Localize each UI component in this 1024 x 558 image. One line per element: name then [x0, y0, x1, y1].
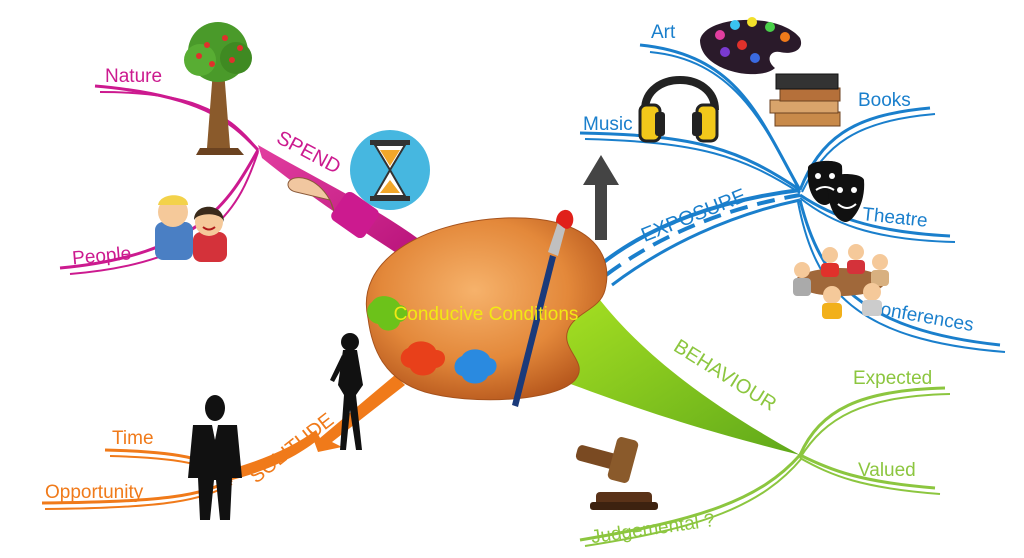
books-label: Books — [858, 90, 911, 111]
expected-branch-line-2 — [799, 393, 951, 459]
nature-label: Nature — [105, 66, 162, 87]
time-label: Time — [112, 428, 154, 449]
green-paint-blob — [367, 296, 408, 331]
exposure-shaft-2 — [604, 193, 801, 277]
judgemental-branch-line-2 — [584, 457, 803, 547]
theatre-branch-line-2 — [799, 197, 956, 243]
conferences-branch-line-2 — [797, 201, 1006, 353]
judgemental-branch-line — [579, 454, 802, 542]
man-silhouette-icon — [188, 395, 242, 520]
red-paint-blob — [400, 341, 445, 376]
woman-silhouette-icon — [330, 333, 363, 450]
opportunity-label: Opportunity — [45, 482, 144, 503]
tree-icon — [184, 22, 252, 155]
blue-paint-blob — [454, 349, 497, 384]
valued-label: Valued — [858, 460, 916, 481]
art-label: Art — [651, 22, 676, 43]
expected-label: Expected — [853, 368, 932, 389]
nature-branch-line — [94, 84, 260, 152]
solitude-shaft — [228, 430, 320, 480]
up-arrow-icon — [583, 155, 619, 240]
exposure-shaft-1 — [598, 188, 801, 267]
conference-icon — [793, 244, 889, 319]
behaviour-branch: BEHAVIOUR Expected Valued Judgemental ? — [555, 300, 951, 548]
paintbrush-icon — [512, 209, 574, 407]
pointing-hand-icon — [287, 177, 379, 239]
conferences-branch-line — [798, 199, 1001, 347]
music-branch-line-2 — [584, 138, 801, 194]
exposure-branch: EXPOSURE Art Music Books Theatre Confere… — [579, 22, 1006, 353]
nature-branch-line-2 — [99, 91, 259, 151]
theatre-branch-line — [799, 193, 951, 238]
center-label: Conducive Conditions — [394, 304, 579, 325]
theatre-masks-icon — [807, 160, 865, 222]
books-branch-line — [798, 106, 931, 191]
exposure-label: EXPOSURE — [638, 185, 749, 247]
judgemental-label: Judgemental ? — [590, 510, 716, 548]
theatre-label: Theatre — [861, 204, 928, 232]
gavel-icon — [575, 437, 658, 510]
people-label: People — [71, 243, 132, 269]
art-palette-icon — [700, 17, 802, 75]
art-branch-line-2 — [649, 51, 801, 193]
behaviour-branch-shape — [555, 300, 800, 455]
expected-branch-line — [798, 386, 946, 456]
valued-branch-line-2 — [799, 457, 941, 495]
books-icon — [769, 73, 841, 127]
valued-branch-line — [799, 453, 936, 490]
music-label: Music — [583, 114, 633, 135]
headphones-icon — [638, 76, 719, 143]
center-palette-icon: Conducive Conditions — [365, 209, 608, 407]
people-couple-icon — [155, 195, 227, 262]
hourglass-icon — [350, 130, 430, 210]
exposure-shaft-3 — [611, 198, 801, 287]
music-branch-line — [579, 131, 801, 192]
